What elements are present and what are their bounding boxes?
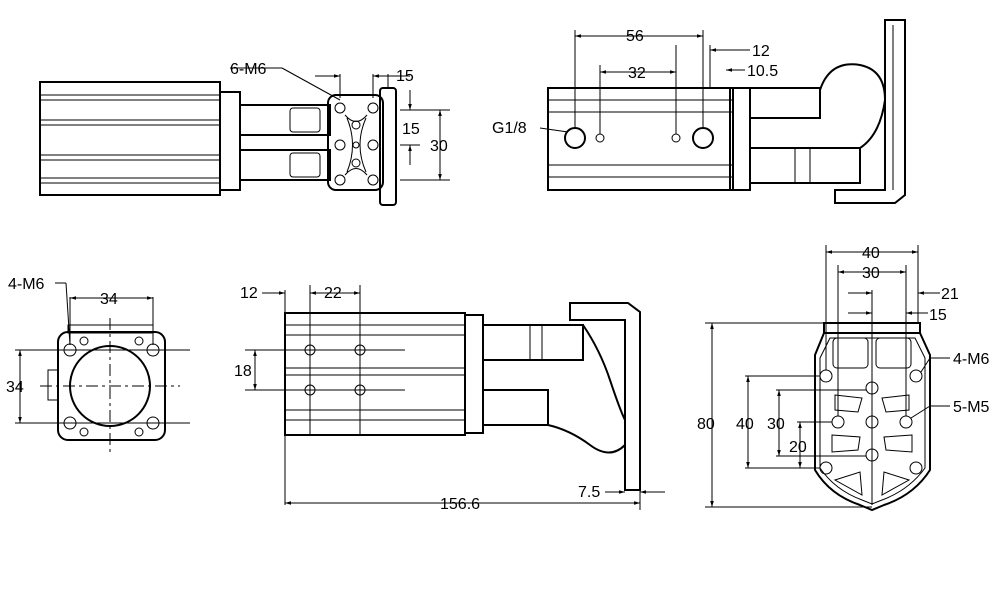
dim-40: 40 (862, 245, 880, 262)
dim-12: 12 (240, 285, 258, 302)
dim-width-15: 15 (396, 68, 414, 85)
dim-height-15: 15 (402, 121, 420, 138)
top-side-view: 6-M6 15 15 30 (39, 61, 450, 206)
thread-label-4-m6: 4-M6 (8, 276, 45, 293)
top-front-view: 56 12 32 10.5 G1/8 (492, 19, 906, 204)
dim-7-5: 7.5 (578, 484, 600, 501)
dim-height-20: 20 (789, 439, 807, 456)
dim-overall-length: 156.6 (440, 496, 480, 513)
bottom-front-view: 12 22 18 156.6 7.5 (234, 285, 665, 513)
dim-height-30: 30 (430, 138, 448, 155)
dim-10-5: 10.5 (747, 63, 778, 80)
end-view: 34 34 4-M6 (6, 276, 190, 455)
dim-width-34: 34 (100, 291, 118, 308)
dim-32: 32 (628, 65, 646, 82)
dim-height-40: 40 (736, 416, 754, 433)
dim-height-80: 80 (697, 416, 715, 433)
dim-12: 12 (752, 43, 770, 60)
dim-56: 56 (626, 28, 644, 45)
dim-height-30: 30 (767, 416, 785, 433)
thread-label-5-m5: 5-M5 (953, 399, 990, 416)
port-label-g1-8: G1/8 (492, 120, 527, 137)
thread-label-6-m6: 6-M6 (230, 61, 267, 78)
dim-30: 30 (862, 265, 880, 282)
dim-height-34: 34 (6, 379, 24, 396)
dim-21: 21 (941, 286, 959, 303)
dim-22: 22 (324, 285, 342, 302)
plate-view: 40 30 21 15 80 40 30 20 4-M6 5-M5 (697, 245, 990, 512)
thread-label-4-m6: 4-M6 (953, 351, 990, 368)
dim-18: 18 (234, 363, 252, 380)
dim-15: 15 (929, 307, 947, 324)
